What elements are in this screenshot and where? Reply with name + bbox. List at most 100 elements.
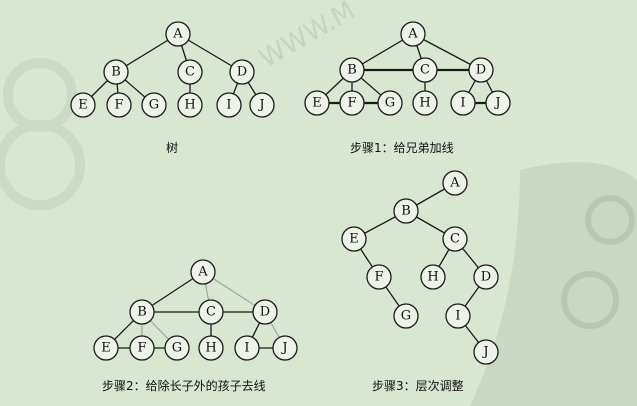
tree-node-G: G xyxy=(141,92,167,118)
step3-node-F: F xyxy=(366,264,392,290)
step3-node-D-circle xyxy=(473,264,499,290)
step3-node-C-circle xyxy=(442,226,468,252)
step3-node-D-label: D xyxy=(481,270,491,285)
step2-node-C-label: C xyxy=(206,305,216,320)
step2-node-J-circle xyxy=(272,335,298,361)
tree-node-F: F xyxy=(106,92,132,118)
step3-node-J-label: J xyxy=(481,345,488,360)
step2-node-E-label: E xyxy=(101,341,111,356)
tree-node-I-label: I xyxy=(226,98,231,113)
tree-node-J: J xyxy=(249,92,275,118)
step1-node-C: C xyxy=(412,57,438,83)
step2-node-H-circle xyxy=(198,335,224,361)
tree-node-G-circle xyxy=(141,92,167,118)
step1-node-I-label: I xyxy=(460,96,465,111)
step3-node-A-label: A xyxy=(449,176,460,191)
tree-node-G-label: G xyxy=(149,98,159,113)
step2-node-G-circle xyxy=(164,335,190,361)
step1-node-E: E xyxy=(304,90,330,116)
step2-node-J: J xyxy=(272,335,298,361)
caption-step3: 步骤3：层次调整 xyxy=(372,379,464,393)
step2-node-D-label: D xyxy=(260,305,270,320)
step3-node-E-circle xyxy=(341,226,367,252)
tree-node-A-label: A xyxy=(172,27,183,42)
step1-node-D-circle xyxy=(468,57,494,83)
tree-node-B: B xyxy=(103,59,129,85)
step2-node-J-label: J xyxy=(280,341,287,356)
tree-node-D: D xyxy=(229,59,255,85)
step1-node-A: A xyxy=(400,21,426,47)
tree-node-I: I xyxy=(216,92,242,118)
step2-node-C: C xyxy=(198,299,224,325)
step2-node-A: A xyxy=(190,259,216,285)
tree-node-I-circle xyxy=(216,92,242,118)
step3-node-A: A xyxy=(442,170,468,196)
tree-node-D-label: D xyxy=(237,65,247,80)
step1-node-G-label: G xyxy=(385,96,395,111)
step2-node-B-circle xyxy=(129,299,155,325)
step1-node-B-circle xyxy=(339,57,365,83)
step1-node-B: B xyxy=(339,57,365,83)
step1-node-A-circle xyxy=(400,21,426,47)
tree-node-H: H xyxy=(177,92,203,118)
step1-node-D-label: D xyxy=(476,63,486,78)
step1-node-F: F xyxy=(339,90,365,116)
tree-node-E-circle xyxy=(70,92,96,118)
tree-node-H-label: H xyxy=(184,98,195,113)
step3-node-D: D xyxy=(473,264,499,290)
step1-node-F-circle xyxy=(339,90,365,116)
step3-node-B: B xyxy=(393,198,419,224)
tree-node-F-circle xyxy=(106,92,132,118)
step3-node-J-circle xyxy=(473,339,499,365)
tree-node-H-circle xyxy=(177,92,203,118)
step3-node-B-circle xyxy=(393,198,419,224)
step2-node-A-circle xyxy=(190,259,216,285)
caption-step1: 步骤1：给兄弟加线 xyxy=(350,141,454,155)
step2-node-H: H xyxy=(198,335,224,361)
step3-node-H-circle xyxy=(420,264,446,290)
step1-node-J-label: J xyxy=(493,96,500,111)
step3-node-I-label: I xyxy=(455,309,460,324)
step2-node-E: E xyxy=(93,335,119,361)
tree-node-J-circle xyxy=(249,92,275,118)
step3-node-I-circle xyxy=(445,303,471,329)
tree-node-E-label: E xyxy=(78,98,88,113)
tree-node-B-circle xyxy=(103,59,129,85)
step2-node-C-circle xyxy=(198,299,224,325)
step3-node-C-label: C xyxy=(450,232,460,247)
tree-node-A: A xyxy=(165,21,191,47)
step1-node-C-label: C xyxy=(420,63,430,78)
step1-node-D: D xyxy=(468,57,494,83)
step2-node-A-label: A xyxy=(197,265,208,280)
step3-node-H-label: H xyxy=(427,270,438,285)
step3-node-C: C xyxy=(442,226,468,252)
step1-node-J: J xyxy=(485,90,511,116)
tree-node-A-circle xyxy=(165,21,191,47)
step2-node-B: B xyxy=(129,299,155,325)
step1-node-I-circle xyxy=(450,90,476,116)
step2-node-B-label: B xyxy=(137,305,147,320)
step3-node-G-label: G xyxy=(401,309,411,324)
tree-node-C: C xyxy=(177,59,203,85)
tree-node-E: E xyxy=(70,92,96,118)
step2-node-E-circle xyxy=(93,335,119,361)
tree-node-C-circle xyxy=(177,59,203,85)
step3-node-B-label: B xyxy=(401,204,411,219)
step2-node-G: G xyxy=(164,335,190,361)
step2-node-F-label: F xyxy=(137,341,146,356)
step1-node-I: I xyxy=(450,90,476,116)
step1-node-H-label: H xyxy=(419,96,430,111)
step2-node-F: F xyxy=(129,335,155,361)
step1-node-E-circle xyxy=(304,90,330,116)
step2-node-D-circle xyxy=(252,299,278,325)
step1-node-H-circle xyxy=(412,90,438,116)
tree-node-J-label: J xyxy=(257,98,264,113)
step1-node-E-label: E xyxy=(312,96,322,111)
step1-node-J-circle xyxy=(485,90,511,116)
step3-node-F-label: F xyxy=(374,270,383,285)
step3-node-G-circle xyxy=(393,303,419,329)
step2-node-I-label: I xyxy=(244,341,249,356)
step1-node-G: G xyxy=(377,90,403,116)
